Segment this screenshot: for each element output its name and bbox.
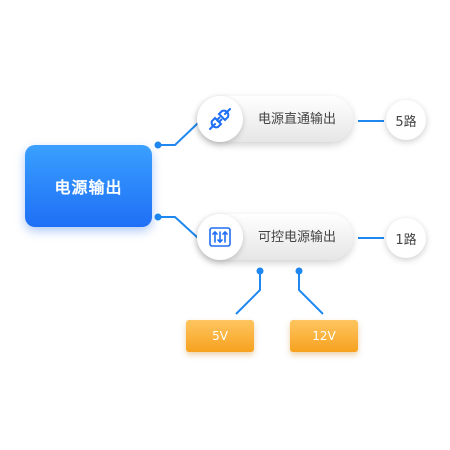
connector-root-direct <box>158 122 199 146</box>
count-badge-controlled: 1路 <box>386 218 426 258</box>
voltage-5v: 5V <box>186 320 254 352</box>
voltage-label: 5V <box>212 329 228 343</box>
branch-controlled-label: 可控电源输出 <box>257 229 336 245</box>
connector-dot <box>295 267 303 275</box>
branch-controlled-output: 可控电源输出 <box>197 214 353 260</box>
connector-dot <box>256 267 264 275</box>
branch-direct-label: 电源直通输出 <box>257 111 336 127</box>
branch-direct-output: 电源直通输出 <box>197 96 353 142</box>
root-node: 电源输出 <box>25 145 152 227</box>
connector-dot <box>154 213 162 221</box>
connector-dot <box>154 141 162 149</box>
connector-root-controlled <box>158 216 199 239</box>
voltage-label: 12V <box>312 329 336 343</box>
adjust-icon <box>197 214 243 260</box>
plug-icon <box>197 96 243 142</box>
connector-controlled-12v <box>298 271 324 315</box>
connector-controlled-5v <box>235 271 261 315</box>
count-label: 5路 <box>395 114 417 130</box>
root-label: 电源输出 <box>54 178 123 197</box>
count-label: 1路 <box>395 232 417 248</box>
count-badge-direct: 5路 <box>386 100 426 140</box>
voltage-12v: 12V <box>290 320 358 352</box>
